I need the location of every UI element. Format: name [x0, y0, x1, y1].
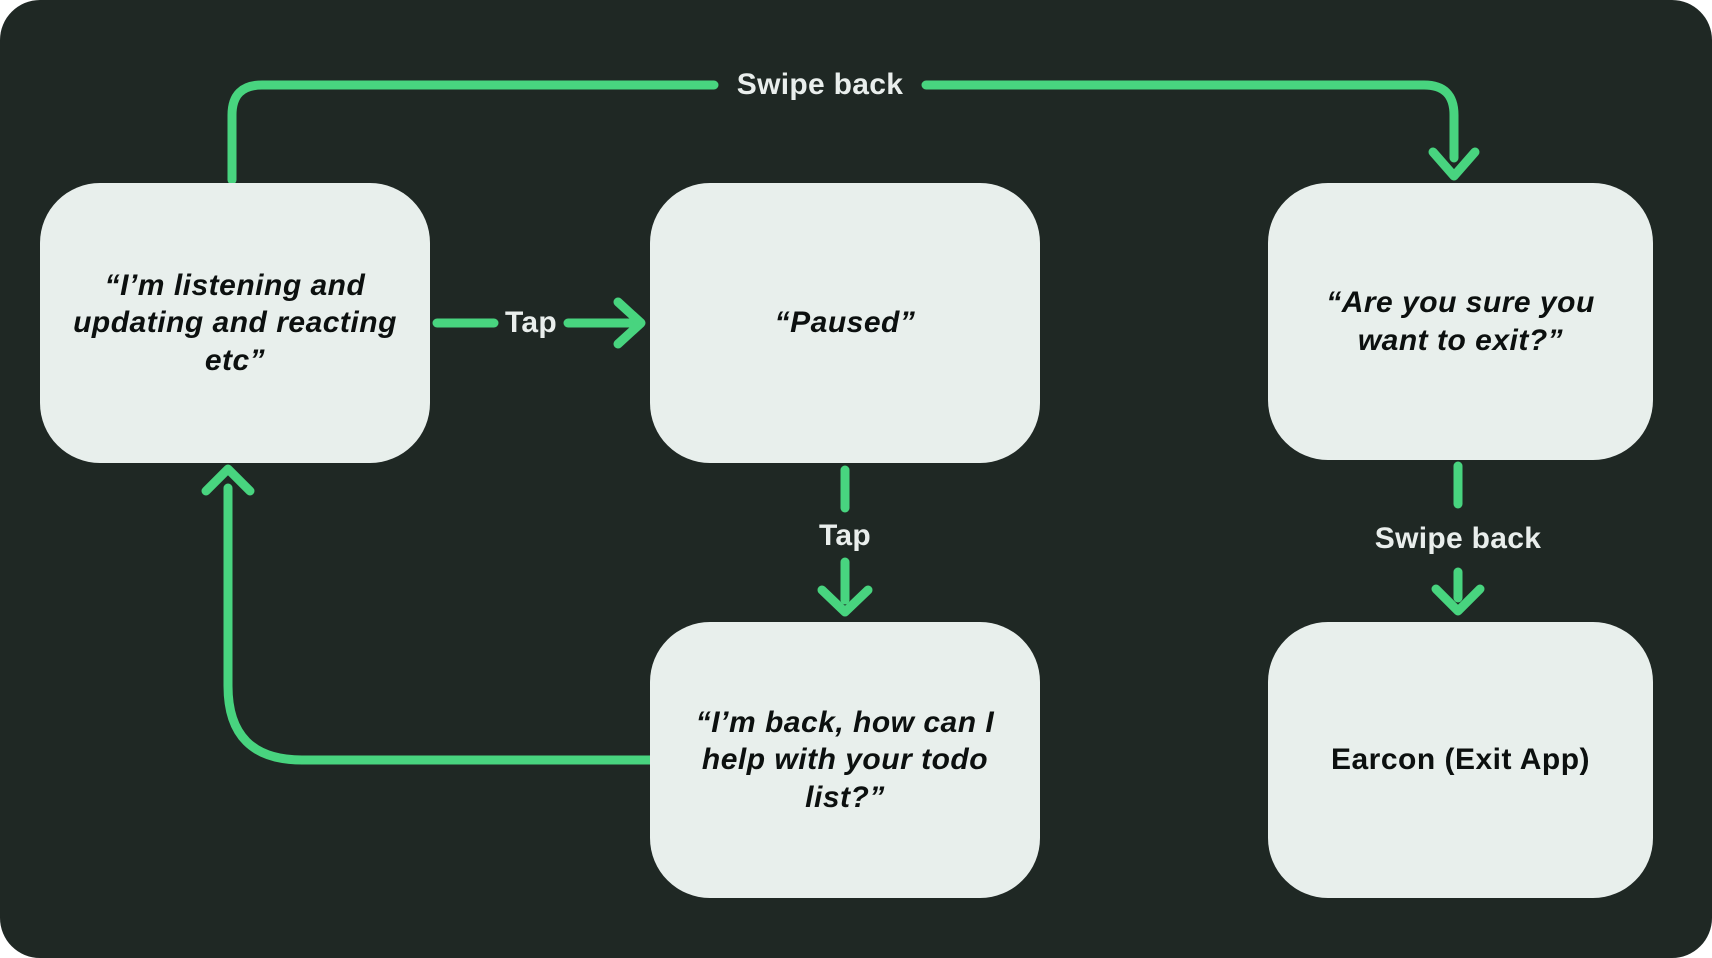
arrowhead-up-into-listening — [201, 464, 255, 496]
node-earcon-exit: Earcon (Exit App) — [1268, 622, 1653, 898]
node-paused: “Paused” — [650, 183, 1040, 463]
node-confirm-exit: “Are you sure you want to exit?” — [1268, 183, 1653, 460]
arrowhead-down-into-confirm — [1428, 147, 1480, 181]
edge-label-swipe-back-top: Swipe back — [736, 68, 904, 101]
edge-swipe-back-top-left — [227, 80, 719, 185]
edge-label-tap-down: Tap — [818, 519, 872, 552]
arrowhead-down-into-back — [817, 585, 873, 617]
edge-label-swipe-back-down: Swipe back — [1374, 522, 1542, 555]
node-earcon-exit-text: Earcon (Exit App) — [1330, 743, 1591, 777]
node-back-helping: “I’m back, how can I help with your todo… — [650, 622, 1040, 898]
node-listening: “I’m listening and updating and reacting… — [40, 183, 430, 463]
node-listening-text: “I’m listening and updating and reacting… — [73, 268, 397, 377]
node-confirm-exit-text: “Are you sure you want to exit?” — [1326, 286, 1595, 357]
edge-label-tap-right: Tap — [504, 306, 558, 339]
node-back-helping-text: “I’m back, how can I help with your todo… — [695, 705, 995, 814]
edge-swipe-back-top-right — [921, 80, 1459, 163]
arrowhead-right-into-paused — [613, 297, 646, 349]
edge-loop-back — [223, 483, 655, 765]
arrowhead-down-into-earcon — [1431, 584, 1485, 616]
node-paused-text: “Paused” — [774, 306, 916, 340]
